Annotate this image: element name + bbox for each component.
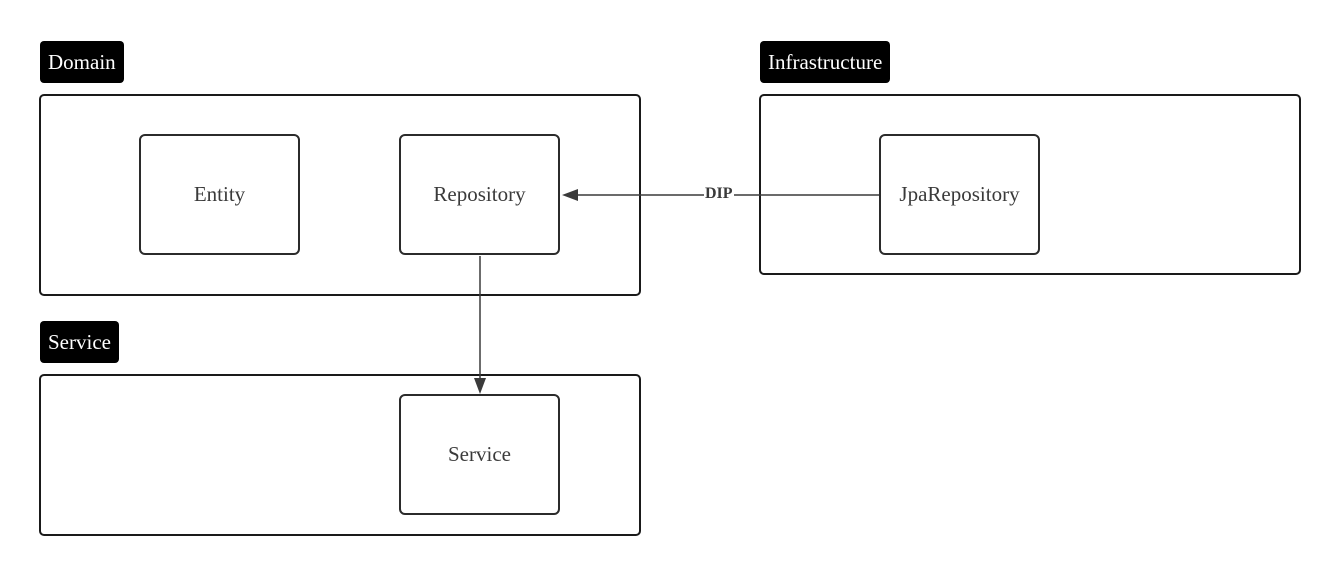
infrastructure-group-label: Infrastructure: [760, 41, 891, 83]
service-node[interactable]: Service: [399, 394, 560, 515]
entity-node-label: Entity: [193, 182, 246, 206]
infrastructure-group-container[interactable]: [759, 94, 1301, 275]
service-group-container[interactable]: [39, 374, 641, 536]
service-node-label: Service: [448, 442, 511, 466]
dip-edge-label: DIP: [704, 185, 734, 203]
repository-node[interactable]: Repository: [399, 134, 560, 255]
entity-node[interactable]: Entity: [139, 134, 300, 255]
jpa-repository-node-label: JpaRepository: [899, 182, 1020, 206]
repository-node-label: Repository: [433, 182, 526, 206]
service-group-label: Service: [40, 321, 119, 363]
domain-group-label: Domain: [40, 41, 124, 83]
jpa-repository-node[interactable]: JpaRepository: [879, 134, 1040, 255]
